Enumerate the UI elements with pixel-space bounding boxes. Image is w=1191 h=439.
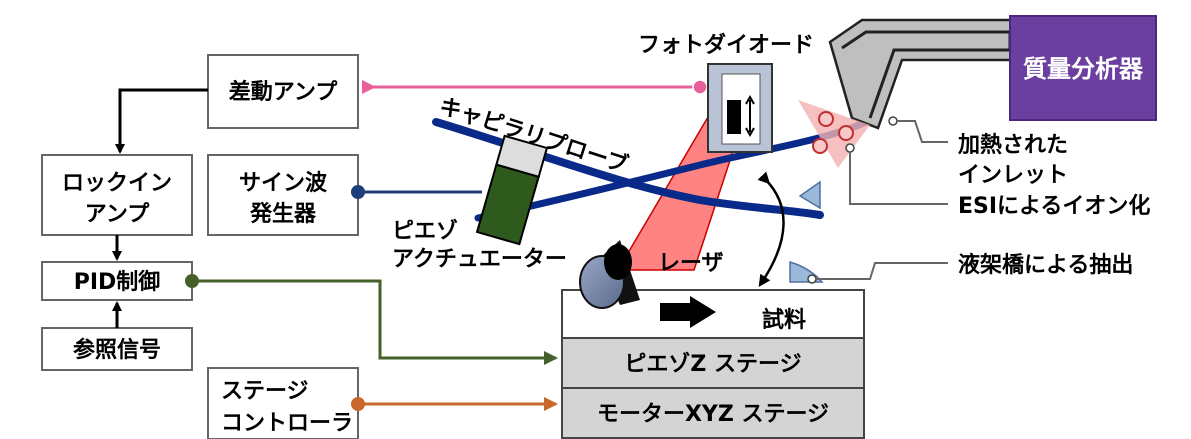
esi-ionization-label: ESIによるイオン化 bbox=[958, 193, 1150, 219]
heated-inlet-label-line1: 加熱された bbox=[957, 132, 1068, 158]
stage-controller-label-line2: コントローラ bbox=[221, 411, 353, 436]
ion-2 bbox=[838, 125, 854, 141]
ion-1 bbox=[818, 111, 834, 127]
photodiode-signal-dot bbox=[692, 79, 708, 95]
reference-signal-box: 参照信号 bbox=[41, 327, 193, 371]
extraction-point bbox=[807, 274, 817, 284]
inlet-point bbox=[888, 116, 898, 126]
laser-label: レーザ bbox=[658, 251, 724, 276]
reference-signal-label: 参照信号 bbox=[73, 337, 161, 363]
sine-signal-dot bbox=[351, 185, 365, 199]
diff-amp-box: 差動アンプ bbox=[207, 54, 359, 129]
probe-tip-upper bbox=[798, 180, 821, 210]
scan-direction-arrow bbox=[660, 296, 716, 328]
motor-xyz-stage-label: モーターXYZ ステージ bbox=[597, 402, 829, 427]
stage-controller-box: ステージ コントローラ bbox=[207, 367, 359, 439]
esi-leader-line bbox=[849, 152, 948, 205]
sample-layer: 試料 bbox=[561, 289, 865, 339]
inlet-leader-line bbox=[897, 120, 948, 143]
controller-signal-dot bbox=[351, 397, 365, 411]
mass-spectrometer-label: 質量分析器 bbox=[1023, 55, 1144, 83]
heated-inlet bbox=[828, 18, 1022, 130]
lockin-amp-label-line1: ロックイン bbox=[62, 171, 172, 196]
piezo-actuator-label-line2: アクチュエーター bbox=[392, 247, 567, 272]
diffamp-to-lockin-arrow bbox=[115, 88, 208, 154]
laser-head bbox=[579, 240, 640, 309]
pid-control-label: PID制御 bbox=[74, 269, 161, 295]
lockin-amp-label-line2: アンプ bbox=[85, 202, 150, 227]
sine-generator-label-line1: サイン波 bbox=[239, 171, 328, 196]
esi-plume bbox=[798, 100, 870, 168]
stage-controller-label-line1: ステージ bbox=[221, 379, 309, 404]
mass-spectrometer: 質量分析器 bbox=[1009, 15, 1157, 121]
pid-to-piezo-z-signal bbox=[192, 279, 558, 365]
lockin-amp-box: ロックイン アンプ bbox=[41, 154, 193, 236]
liquid-bridge-extraction-label: 液架橋による抽出 bbox=[958, 252, 1133, 278]
pid-signal-dot bbox=[185, 274, 199, 288]
esi-point bbox=[845, 143, 855, 153]
piezo-actuator-label-line1: ピエゾ bbox=[392, 218, 458, 244]
piezo-z-stage-label: ピエゾZ ステージ bbox=[624, 351, 801, 377]
ion-3 bbox=[812, 138, 828, 154]
sine-generator-label-line2: 発生器 bbox=[249, 202, 317, 227]
pid-control-box: PID制御 bbox=[41, 261, 193, 301]
sine-generator-box: サイン波 発生器 bbox=[207, 154, 359, 236]
oscillation-arrow bbox=[757, 171, 785, 287]
sample-label: 試料 bbox=[762, 307, 806, 333]
heated-inlet-label-line2: インレット bbox=[958, 163, 1068, 188]
photodiode-label: フォトダイオード bbox=[638, 32, 814, 58]
photodiode bbox=[707, 63, 773, 153]
piezo-z-stage: ピエゾZ ステージ bbox=[561, 337, 865, 389]
motor-xyz-stage: モーターXYZ ステージ bbox=[561, 387, 865, 439]
piezo-actuator bbox=[475, 134, 549, 246]
extraction-leader-line bbox=[816, 262, 948, 280]
diff-amp-label: 差動アンプ bbox=[229, 79, 338, 105]
